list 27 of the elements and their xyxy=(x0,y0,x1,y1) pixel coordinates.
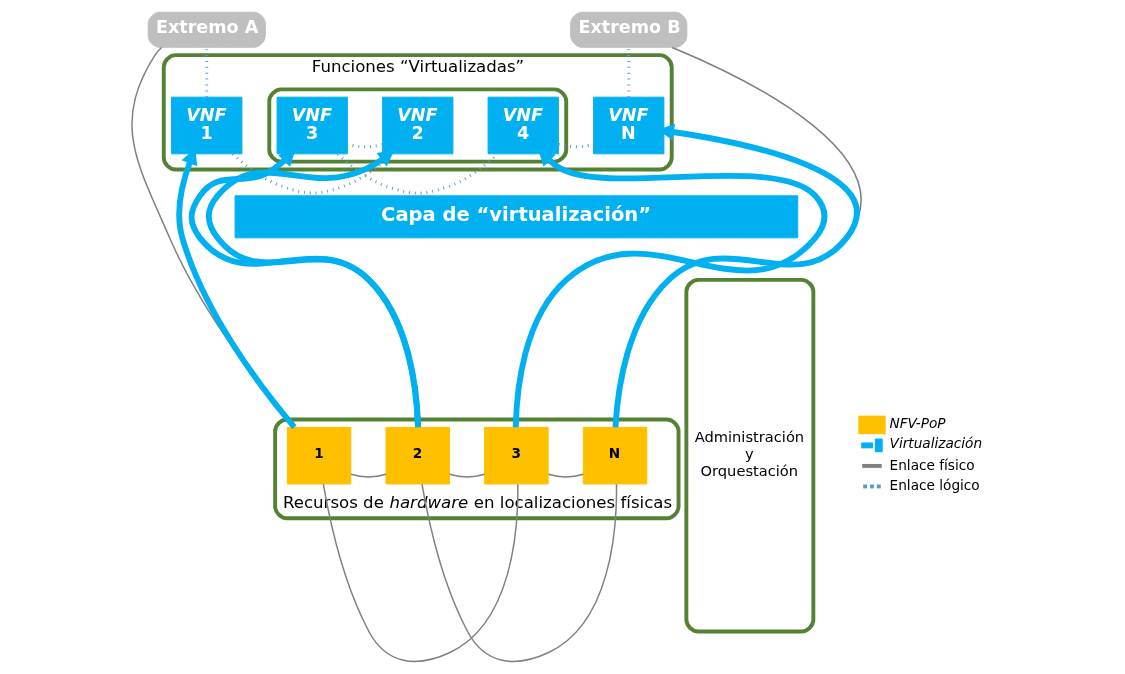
node-box: 3 xyxy=(484,426,549,485)
node-box: N xyxy=(582,426,648,485)
connector xyxy=(322,483,519,663)
legend-label: NFV-PoP xyxy=(889,414,946,431)
node-box: VNF 4 xyxy=(487,96,559,155)
connector xyxy=(421,483,618,663)
node-box: VNF N xyxy=(593,96,665,155)
node-box: Extremo A xyxy=(147,11,266,48)
connector xyxy=(547,473,585,478)
legend-label: Virtualización xyxy=(889,435,983,452)
node-box: VNF 3 xyxy=(276,96,348,155)
connector xyxy=(231,152,394,195)
cluster xyxy=(267,87,569,164)
connector xyxy=(350,473,387,478)
node-box: VNF 2 xyxy=(382,96,454,155)
legend-label: Enlace lógico xyxy=(889,477,980,494)
node-box: Administración y Orquestación xyxy=(684,277,816,634)
connector xyxy=(627,47,631,98)
connector xyxy=(449,473,486,478)
legend-label: Enlace físico xyxy=(889,456,975,473)
node-box: Extremo B xyxy=(570,11,688,48)
node-box: 2 xyxy=(385,426,450,485)
node-box: Capa de “virtualización” xyxy=(234,195,799,239)
node-box: 1 xyxy=(286,426,352,485)
arrow xyxy=(612,123,860,428)
connector xyxy=(205,47,209,98)
node-box: VNF 1 xyxy=(171,96,243,155)
